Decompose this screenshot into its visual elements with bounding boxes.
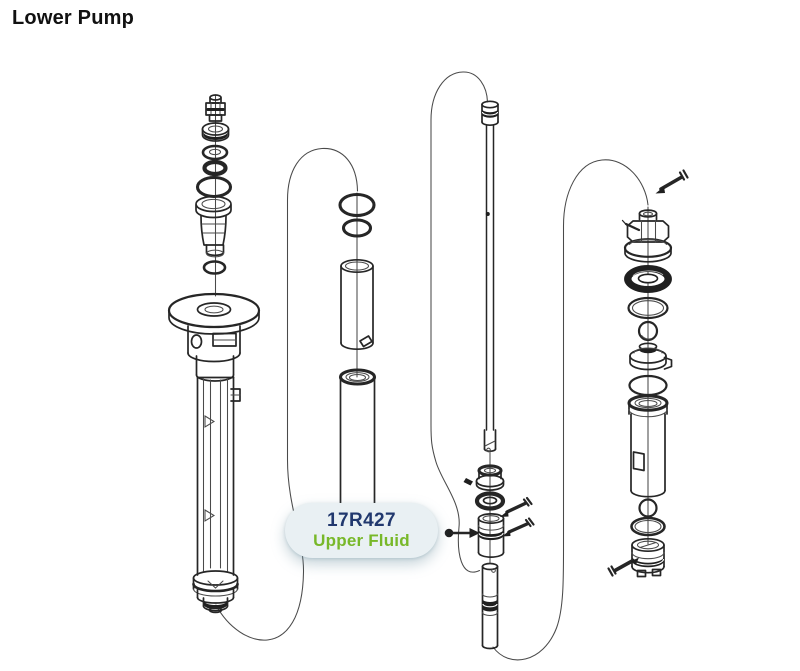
o-ring-large-part [195, 175, 233, 199]
rod-lower-segment-part [481, 562, 499, 650]
suction-tube-part [196, 376, 241, 576]
washer-part [201, 144, 229, 161]
part-callout[interactable]: 17R427 Upper Fluid [285, 503, 438, 558]
ball-seat-part [629, 342, 673, 371]
leader-line-2 [430, 71, 489, 573]
bottom-pin-part [607, 557, 639, 577]
o-ring-upper-part [338, 192, 376, 218]
upper-fluid-housing-part [477, 513, 505, 558]
piston-part [195, 195, 232, 258]
rod-top-cap-part [481, 100, 499, 127]
top-pin-part [655, 169, 689, 194]
page-title: Lower Pump [12, 7, 135, 29]
lower-valve-part [631, 537, 665, 578]
seal-washer-part [474, 491, 506, 511]
callout-part-name: Upper Fluid [313, 531, 410, 551]
piston-valve-assembly [607, 169, 689, 578]
o-ring-1-part [627, 296, 669, 320]
o-ring-part [202, 260, 227, 275]
relief-valve-part [205, 94, 226, 122]
callout-part-number: 17R427 [327, 510, 396, 532]
housing-pin-lower [502, 517, 535, 537]
tube-upper-part [340, 258, 374, 351]
ball-upper-part [637, 320, 659, 342]
foot-valve-part [192, 570, 239, 614]
o-ring-small-part [202, 159, 228, 177]
leader-line-3 [492, 159, 649, 661]
displacement-rod-part [483, 124, 497, 453]
throat-seal-part [623, 265, 673, 293]
cylinder-tube-assembly [338, 192, 377, 548]
housing-pin-upper [500, 496, 533, 517]
bung-adapter-part [167, 292, 261, 382]
intake-tube-assembly [167, 94, 261, 614]
cap-part [201, 122, 230, 142]
displacement-rod-assembly [463, 100, 535, 650]
o-ring-3-part [630, 516, 666, 537]
packing-nut-part [623, 209, 673, 263]
ball-lower-part [638, 498, 658, 518]
piston-cylinder-part [627, 394, 669, 498]
o-ring-lower-part [341, 218, 373, 238]
callout-arrow [444, 528, 480, 538]
leader-line-1 [215, 147, 359, 641]
bearing-washer-part [463, 464, 505, 491]
